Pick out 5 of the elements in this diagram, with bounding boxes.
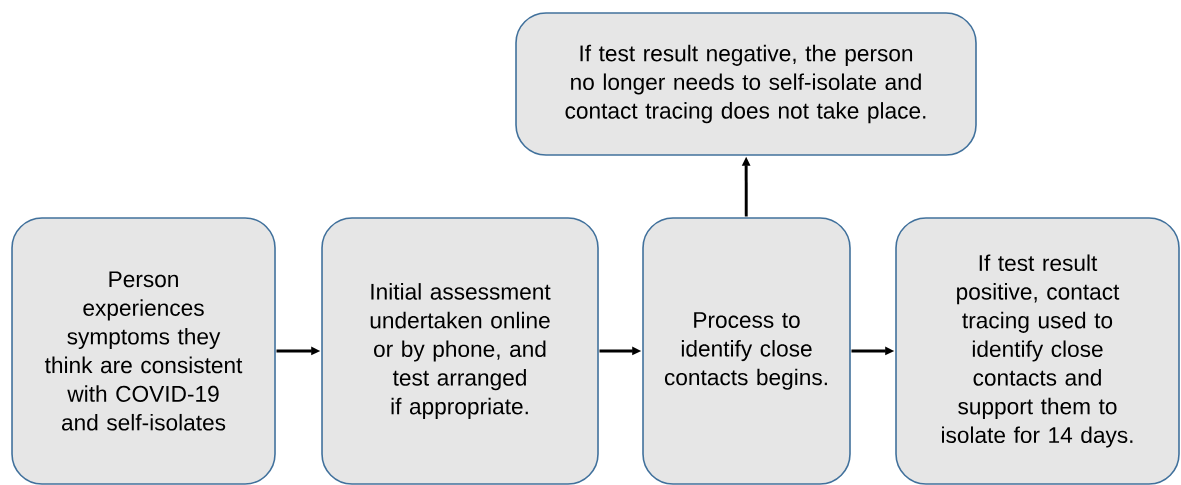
process-box: Person experiences symptoms they think are consistent with COVID-19 and self-isolates	[11, 217, 276, 485]
process-box: Initial assessment undertaken online or by phone, and test arranged if appropriate.	[321, 217, 599, 485]
process-box: If test result positive, contact tracing used to identify close contacts and support them to isolate for 14 days.	[895, 217, 1180, 485]
process-box: Process to identify close contacts begins.	[642, 217, 851, 485]
process-box: If test result negative, the person no longer needs to self-isolate and contact tracing does not take place.	[515, 12, 977, 156]
